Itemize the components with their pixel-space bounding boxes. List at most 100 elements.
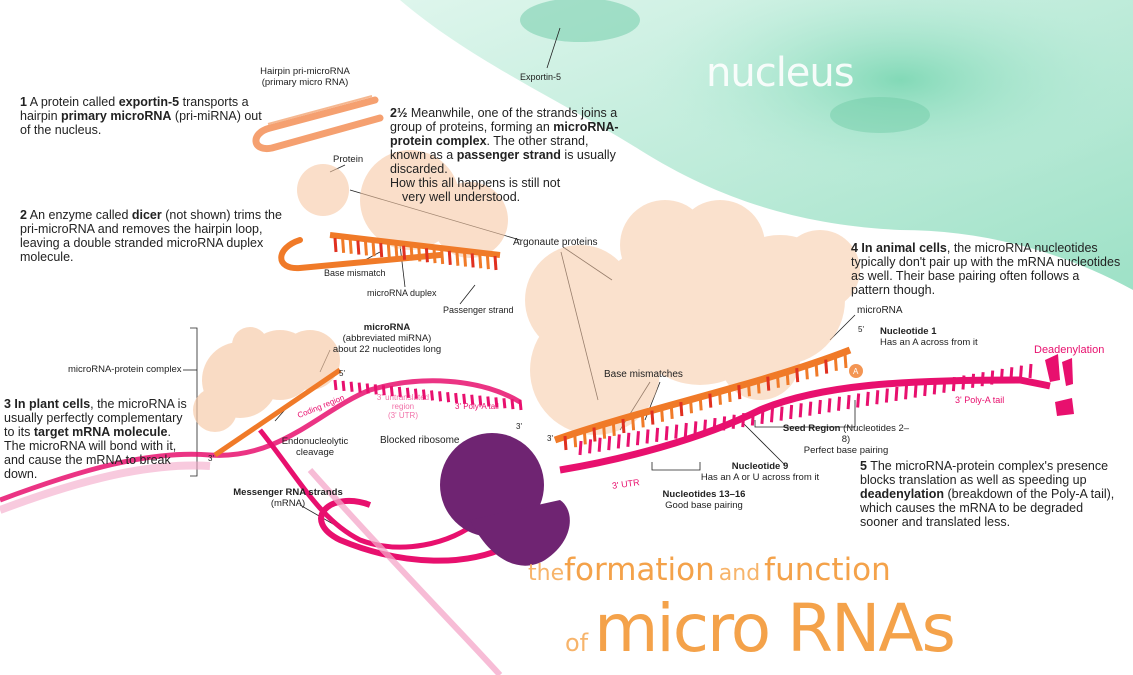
base-pair-rung [702, 419, 707, 434]
base-pair-rung [486, 396, 491, 407]
microrna-left-sub2: about 22 nucleotides long [332, 344, 442, 355]
base-pair-rung [717, 390, 722, 405]
deadenylation-fragments [1045, 354, 1074, 416]
base-pair-rung [455, 251, 460, 266]
base-pair-rung [932, 380, 937, 395]
step-4-text: 4 In animal cells, the microRNA nucleoti… [851, 241, 1121, 297]
base-pair-rung [766, 376, 771, 391]
base-pair-rung [446, 392, 451, 403]
base-pair-rung [846, 395, 851, 410]
base-pair-rung [727, 387, 732, 403]
base-pair-rung [894, 386, 899, 402]
base-pair-rung [856, 393, 861, 408]
step-2-bold: dicer [131, 208, 162, 222]
base-pair-rung [432, 249, 437, 264]
polya-right-label: 3' Poly-A tail [955, 395, 1005, 405]
step-2-text: 2 An enzyme called dicer (not shown) tri… [20, 208, 282, 264]
nucleotide-1-marker [849, 364, 863, 378]
duplex-rungs [333, 237, 498, 271]
three-prime-plant-mrna: 3' [516, 422, 522, 431]
base-pair-rung [756, 379, 761, 394]
base-pair-rung [631, 416, 636, 431]
blocked-ribosome [440, 433, 570, 566]
title-micro: micro [594, 590, 771, 667]
base-pair-rung [397, 386, 402, 398]
hairpin-pri-microrna [252, 95, 384, 152]
step-3-text: 3 In plant cells, the microRNA is usuall… [4, 397, 189, 481]
base-pair-rung [737, 384, 742, 400]
base-pair-rung [923, 381, 928, 397]
title-of: of [565, 629, 589, 657]
microrna-left-label: microRNA (abbreviated miRNA) about 22 nu… [332, 322, 442, 355]
a-letter: A [853, 367, 859, 376]
protein-blobs-plant [193, 327, 340, 432]
hairpin-label: Hairpin pri-microRNA (primary micro RNA) [250, 66, 360, 88]
title-and: and [718, 561, 761, 586]
step-2half-part: Meanwhile, one of the strands joins a gr… [390, 106, 618, 134]
step-2half-bold-b: passenger strand [456, 148, 561, 162]
passenger-strand-label: Passenger strand [443, 305, 514, 315]
hairpin-sub: (primary micro RNA) [261, 77, 349, 88]
base-pair-rung [357, 382, 362, 393]
base-pair-rung [814, 362, 819, 377]
base-pair-rung [582, 430, 587, 445]
base-pair-rung [693, 421, 698, 436]
step-2half-part-c: is usually discarded. [390, 148, 616, 176]
step-5-text: 5 The microRNA-protein complex's presenc… [860, 459, 1120, 529]
base-pair-rung [650, 410, 655, 425]
step-2half-part-b: . The other strand, known as a [390, 134, 589, 162]
base-pair-rung [502, 398, 507, 409]
utr-left-title: 3' untranslated region [376, 393, 430, 411]
microrna-duplex [278, 232, 501, 272]
mirna-plant [213, 367, 342, 458]
base-pair-rung [904, 385, 909, 400]
base-pair-rung [518, 399, 523, 411]
base-pair-rung [789, 404, 794, 420]
base-pair-rung [421, 389, 426, 400]
step-4-part: , the microRNA nucleotides typically don… [851, 241, 1121, 297]
base-pair-rung [827, 398, 832, 413]
step-2-number: 2 [20, 208, 27, 222]
step-3-bold-b: target mRNA molecule [33, 425, 168, 439]
base-pair-rung [798, 403, 803, 418]
base-pair-rung [409, 246, 414, 261]
u-letter: U [736, 407, 742, 416]
step-2-part-b: (not shown) trims the pri-microRNA and r… [20, 208, 282, 264]
messenger-rna-label: Messenger RNA strands (mRNA) [228, 487, 348, 509]
base-pair-rung [731, 414, 736, 429]
base-pair-rung [413, 388, 418, 399]
base-pair-rung [645, 429, 650, 444]
base-pair-rung [597, 437, 602, 452]
base-pair-rung [438, 391, 443, 402]
base-pair-rung [386, 243, 391, 259]
step-1-bold-b: primary microRNA [61, 109, 172, 123]
base-pair-rung [616, 434, 621, 449]
three-prime-animal: 3' [547, 434, 553, 443]
base-pair-rung [454, 392, 459, 404]
base-pair-rung [795, 368, 800, 383]
mrna-strand-animal [559, 376, 1051, 474]
microrna-left-sub1: (abbreviated miRNA) [342, 333, 432, 344]
mrna-sub: (mRNA) [270, 498, 306, 509]
base-pair-rung [602, 424, 607, 439]
base-pair-rung [971, 373, 976, 388]
base-pair-rung [942, 378, 947, 393]
base-pair-rung [708, 393, 713, 408]
base-pair-rung [660, 407, 665, 422]
protein-blobs-duplex [297, 150, 508, 258]
base-pair-rung [573, 433, 578, 448]
argonaute-blobs [525, 200, 860, 435]
base-pair-rung [333, 379, 338, 391]
step-3-number: 3 [4, 397, 11, 411]
base-pair-rung [884, 388, 889, 403]
blocked-ribosome-label: Blocked ribosome [380, 435, 460, 446]
base-pair-rung [493, 255, 498, 271]
hairpin-title: Hairpin pri-microRNA [260, 66, 350, 77]
title-the: the [528, 561, 565, 586]
nucleotide-9-sub: Has an A or U across from it [700, 472, 820, 483]
base-pair-rung [785, 370, 790, 386]
base-pair-rung [698, 396, 703, 411]
base-pair-rung [722, 416, 727, 431]
nucleotides-13-16-label: Nucleotides 13–16 Good base pairing [654, 489, 754, 511]
